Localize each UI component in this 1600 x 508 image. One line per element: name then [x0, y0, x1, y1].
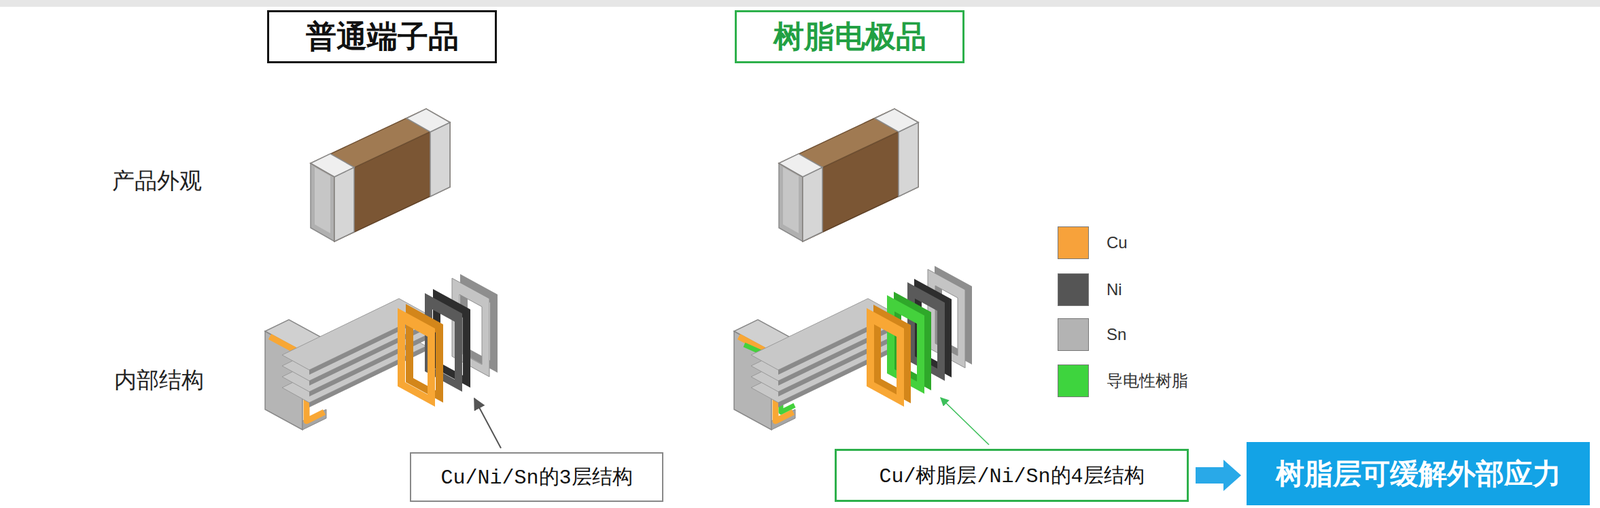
box-text: 树脂电极品	[773, 16, 927, 58]
legend-swatch	[1057, 273, 1089, 306]
legend-text: 导电性树脂	[1106, 369, 1189, 392]
block-arrow	[1195, 459, 1242, 491]
box-text: 树脂层可缓解外部应力	[1275, 454, 1562, 493]
title-box: 树脂电极品	[734, 10, 965, 64]
box-text: Cu/Ni/Sn的3层结构	[440, 462, 633, 491]
legend-swatch	[1057, 226, 1089, 259]
legend-text: Cu	[1106, 233, 1128, 253]
callout-box: Cu/Ni/Sn的3层结构	[409, 451, 664, 502]
box-text: Cu/树脂层/Ni/Sn的4层结构	[878, 461, 1144, 490]
highlight-box: 树脂层可缓解外部应力	[1246, 441, 1590, 506]
capacitor-chip	[310, 108, 450, 242]
capacitor-chip	[778, 108, 919, 242]
legend-text: Sn	[1106, 324, 1127, 344]
internal-structure	[265, 273, 498, 430]
top-strip	[0, 0, 1600, 7]
leader-line	[474, 398, 501, 448]
internal-structure	[734, 265, 972, 430]
box-text: 普通端子品	[305, 16, 459, 58]
leader-line	[940, 397, 989, 445]
legend-swatch	[1057, 364, 1089, 397]
row-label: 产品外观	[112, 165, 202, 197]
callout-box: Cu/树脂层/Ni/Sn的4层结构	[834, 448, 1189, 502]
legend-swatch	[1057, 318, 1089, 351]
legend-text: Ni	[1106, 280, 1123, 300]
title-box: 普通端子品	[267, 10, 497, 64]
row-label: 内部结构	[114, 364, 204, 396]
